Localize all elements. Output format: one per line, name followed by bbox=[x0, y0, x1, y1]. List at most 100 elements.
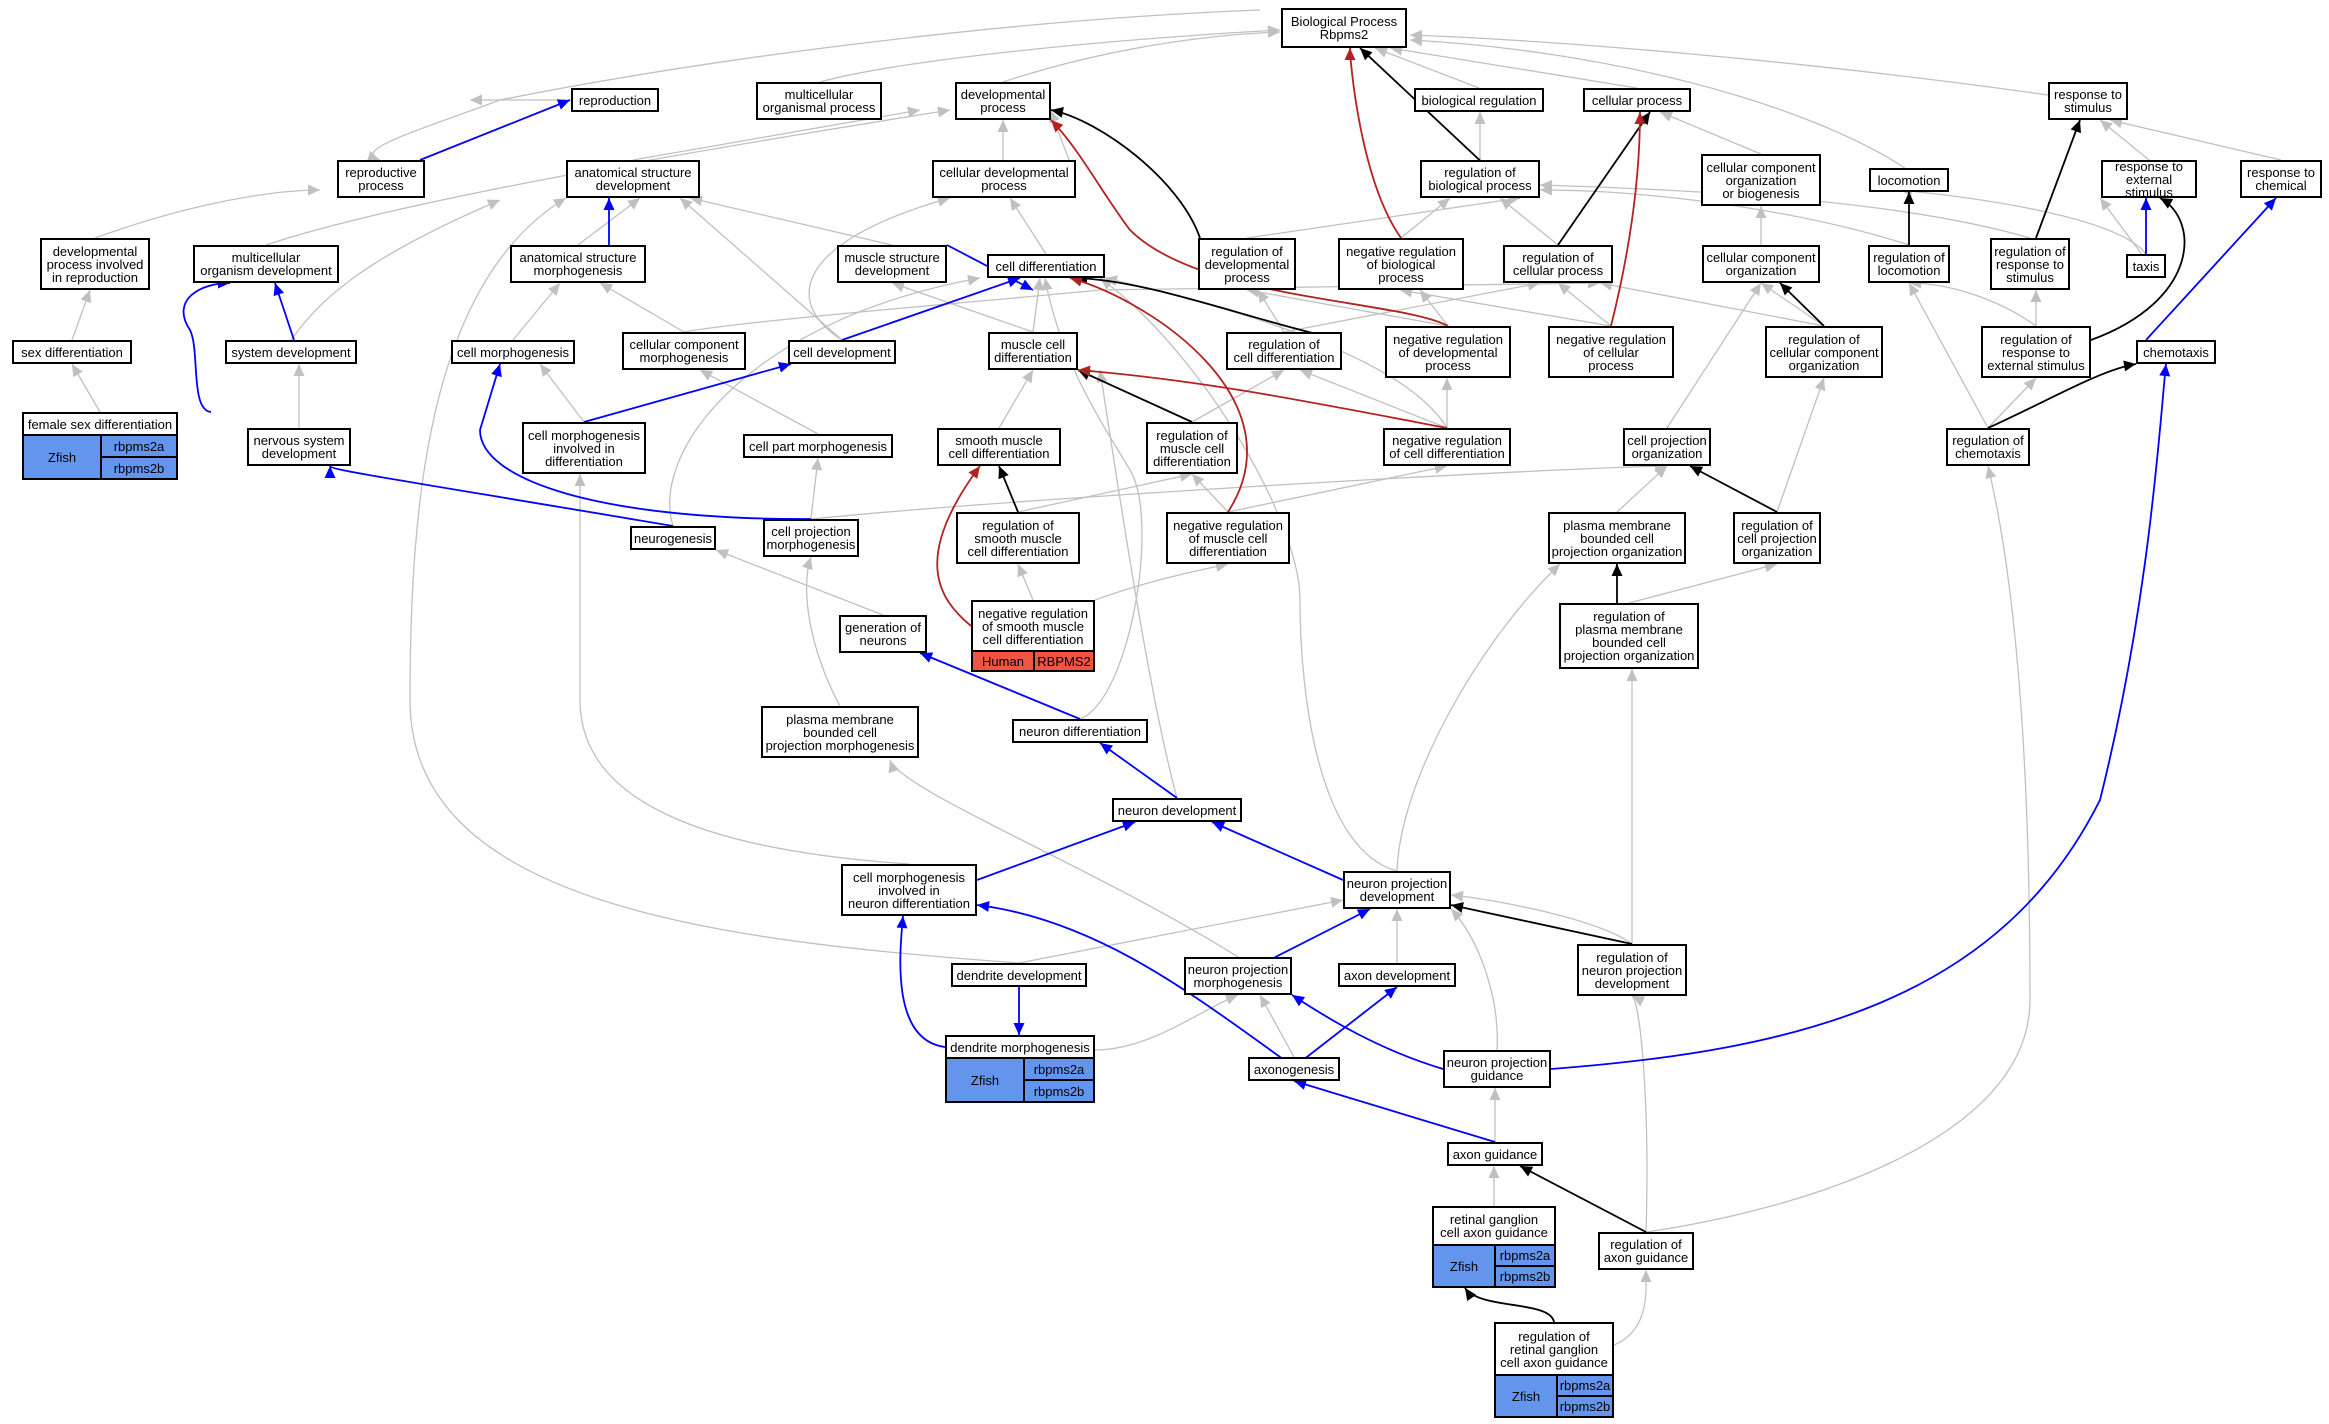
edge-arrowhead-76 bbox=[574, 474, 586, 486]
node-anatomical-structure-development[interactable]: anatomical structure development bbox=[566, 160, 700, 198]
node-response-to-external-stimulus[interactable]: response to external stimulus bbox=[2101, 160, 2197, 199]
edge-32 bbox=[599, 282, 685, 333]
node-regulation-of-response-to-external-stimulus[interactable]: regulation of response to external stimu… bbox=[1981, 326, 2091, 378]
node-cell-morphogenesis-differentiation[interactable]: cell morphogenesis involved in different… bbox=[522, 422, 646, 474]
node-neuron-development[interactable]: neuron development bbox=[1112, 798, 1242, 822]
annotation-nr-smooth-muscle: Human RBPMS2 bbox=[971, 650, 1095, 672]
node-cellular-component-organization[interactable]: cellular component organization bbox=[1702, 245, 1820, 283]
node-neuron-projection-guidance[interactable]: neuron projection guidance bbox=[1443, 1050, 1551, 1088]
node-regulation-of-cellular-process[interactable]: regulation of cellular process bbox=[1503, 245, 1613, 283]
node-locomotion[interactable]: locomotion bbox=[1869, 168, 1949, 192]
node-regulation-of-cell-projection-organization[interactable]: regulation of cell projection organizati… bbox=[1733, 512, 1821, 564]
node-axon-guidance[interactable]: axon guidance bbox=[1447, 1142, 1543, 1166]
edge-arrowhead-38 bbox=[1258, 290, 1269, 304]
node-response-to-chemical[interactable]: response to chemical bbox=[2240, 160, 2322, 198]
edge-arrowhead-134 bbox=[1078, 365, 1091, 377]
node-muscle-cell-differentiation[interactable]: muscle cell differentiation bbox=[988, 332, 1078, 370]
node-regulation-of-neuron-projection-development[interactable]: regulation of neuron projection developm… bbox=[1577, 944, 1687, 996]
node-response-to-stimulus[interactable]: response to stimulus bbox=[2048, 82, 2128, 120]
node-generation-of-neurons[interactable]: generation of neurons bbox=[839, 615, 927, 653]
node-negative-regulation-of-developmental-process[interactable]: negative regulation of developmental pro… bbox=[1385, 326, 1511, 378]
node-cell-projection-organization[interactable]: cell projection organization bbox=[1623, 428, 1711, 466]
edge-100 bbox=[919, 652, 1081, 720]
node-neuron-differentiation[interactable]: neuron differentiation bbox=[1012, 719, 1148, 743]
node-cell-part-morphogenesis[interactable]: cell part morphogenesis bbox=[743, 434, 893, 458]
node-cell-projection-morphogenesis[interactable]: cell projection morphogenesis bbox=[763, 519, 859, 557]
node-pmbcpo[interactable]: plasma membrane bounded cell projection … bbox=[1548, 512, 1686, 564]
node-regulation-of-cell-differentiation[interactable]: regulation of cell differentiation bbox=[1226, 332, 1342, 370]
node-regulation-of-cellular-component-organization[interactable]: regulation of cellular component organiz… bbox=[1765, 326, 1883, 378]
node-cell-development[interactable]: cell development bbox=[788, 340, 896, 364]
node-biological-regulation[interactable]: biological regulation bbox=[1414, 88, 1544, 112]
node-regulation-of-developmental-process[interactable]: regulation of developmental process bbox=[1198, 238, 1296, 290]
node-regulation-of-pmbcpo[interactable]: regulation of plasma membrane bounded ce… bbox=[1559, 603, 1699, 669]
node-ccob[interactable]: cellular component organization or bioge… bbox=[1701, 154, 1821, 206]
edge-35 bbox=[808, 197, 951, 341]
node-cellular-process[interactable]: cellular process bbox=[1583, 88, 1691, 112]
node-cellular-developmental-process[interactable]: cellular developmental process bbox=[932, 160, 1076, 198]
edge-62 bbox=[1017, 473, 1193, 513]
node-chemotaxis[interactable]: chemotaxis bbox=[2136, 340, 2216, 364]
edge-118 bbox=[2035, 119, 2081, 239]
node-neurogenesis[interactable]: neurogenesis bbox=[630, 526, 716, 550]
edge-arrowhead-94 bbox=[603, 198, 615, 210]
node-negative-regulation-of-cell-differentiation[interactable]: negative regulation of cell differentiat… bbox=[1383, 428, 1511, 466]
node-anatomical-structure-morphogenesis[interactable]: anatomical structure morphogenesis bbox=[510, 245, 646, 283]
node-pmbcp-morphogenesis[interactable]: plasma membrane bounded cell projection … bbox=[761, 706, 919, 758]
node-dendrite-morphogenesis[interactable]: dendrite morphogenesis bbox=[945, 1035, 1095, 1059]
node-axon-development[interactable]: axon development bbox=[1338, 963, 1456, 987]
edge-arrowhead-65 bbox=[1654, 466, 1667, 479]
node-muscle-structure-development[interactable]: muscle structure development bbox=[837, 245, 947, 283]
edge-arrowhead-4 bbox=[1375, 47, 1389, 58]
node-regulation-of-axon-guidance[interactable]: regulation of axon guidance bbox=[1598, 1232, 1694, 1270]
node-reproduction[interactable]: reproduction bbox=[571, 88, 659, 112]
node-dendrite-development[interactable]: dendrite development bbox=[951, 963, 1087, 987]
edge-arrowhead-29 bbox=[72, 364, 83, 378]
node-regulation-of-chemotaxis[interactable]: regulation of chemotaxis bbox=[1946, 428, 2030, 466]
node-multicellular-organism-development[interactable]: multicellular organism development bbox=[193, 245, 339, 283]
edge-arrowhead-27 bbox=[2100, 198, 2112, 211]
edge-5 bbox=[1389, 47, 1638, 89]
node-cellular-component-morphogenesis[interactable]: cellular component morphogenesis bbox=[622, 332, 746, 370]
node-developmental-process[interactable]: developmental process bbox=[955, 82, 1051, 120]
node-regulation-of-biological-process[interactable]: regulation of biological process bbox=[1420, 160, 1540, 198]
node-sex-differentiation[interactable]: sex differentiation bbox=[12, 340, 132, 364]
edge-102 bbox=[976, 821, 1136, 881]
edge-arrowhead-31 bbox=[548, 283, 560, 296]
node-regulation-of-smooth-muscle-cell-differentiation[interactable]: regulation of smooth muscle cell differe… bbox=[956, 512, 1080, 564]
edge-arrowhead-72 bbox=[1041, 278, 1053, 291]
node-dev-process-reproduction[interactable]: developmental process involved in reprod… bbox=[40, 238, 150, 290]
node-negative-regulation-of-muscle-cell-differentiation[interactable]: negative regulation of muscle cell diffe… bbox=[1166, 512, 1290, 564]
edge-68 bbox=[1094, 563, 1229, 601]
edge-18 bbox=[689, 197, 893, 246]
node-system-development[interactable]: system development bbox=[225, 340, 357, 364]
node-nr-smooth-muscle-cell-differentiation[interactable]: negative regulation of smooth muscle cel… bbox=[971, 600, 1095, 652]
edge-3 bbox=[1002, 31, 1281, 83]
edge-arrowhead-12 bbox=[1660, 111, 1674, 122]
node-multicellular-organismal-process[interactable]: multicellular organismal process bbox=[756, 82, 882, 120]
node-regulation-of-retinal-ganglion-cell-axon-guidance[interactable]: regulation of retinal ganglion cell axon… bbox=[1494, 1322, 1614, 1376]
edge-74 bbox=[1396, 563, 1561, 872]
edge-arrowhead-84 bbox=[1260, 995, 1271, 1009]
node-smooth-muscle-cell-differentiation[interactable]: smooth muscle cell differentiation bbox=[937, 428, 1061, 466]
node-female-sex-differentiation[interactable]: female sex differentiation bbox=[22, 412, 178, 436]
node-axonogenesis[interactable]: axonogenesis bbox=[1248, 1057, 1340, 1081]
node-cell-morphogenesis-neuron-differentiation[interactable]: cell morphogenesis involved in neuron di… bbox=[841, 864, 977, 916]
node-reproductive-process[interactable]: reproductive process bbox=[337, 160, 425, 198]
edge-127 bbox=[1987, 363, 2137, 429]
node-neuron-projection-development[interactable]: neuron projection development bbox=[1343, 871, 1451, 909]
edge-2 bbox=[819, 29, 1281, 83]
node-cell-differentiation[interactable]: cell differentiation bbox=[987, 254, 1105, 278]
node-neuron-projection-morphogenesis[interactable]: neuron projection morphogenesis bbox=[1184, 957, 1292, 995]
node-regulation-of-locomotion[interactable]: regulation of locomotion bbox=[1868, 245, 1950, 283]
node-negative-regulation-of-cellular-process[interactable]: negative regulation of cellular process bbox=[1548, 326, 1674, 378]
node-taxis[interactable]: taxis bbox=[2126, 254, 2166, 278]
node-regulation-of-response-to-stimulus[interactable]: regulation of response to stimulus bbox=[1990, 238, 2070, 290]
node-regulation-of-muscle-cell-differentiation[interactable]: regulation of muscle cell differentiatio… bbox=[1146, 422, 1238, 474]
node-biological-process[interactable]: Biological Process Rbpms2 bbox=[1281, 8, 1407, 48]
edge-arrowhead-56 bbox=[1749, 283, 1761, 297]
node-retinal-ganglion-cell-axon-guidance[interactable]: retinal ganglion cell axon guidance bbox=[1432, 1206, 1556, 1246]
node-negative-regulation-of-biological-process[interactable]: negative regulation of biological proces… bbox=[1338, 238, 1464, 290]
node-nervous-system-development[interactable]: nervous system development bbox=[247, 428, 351, 466]
node-cell-morphogenesis[interactable]: cell morphogenesis bbox=[451, 340, 575, 364]
